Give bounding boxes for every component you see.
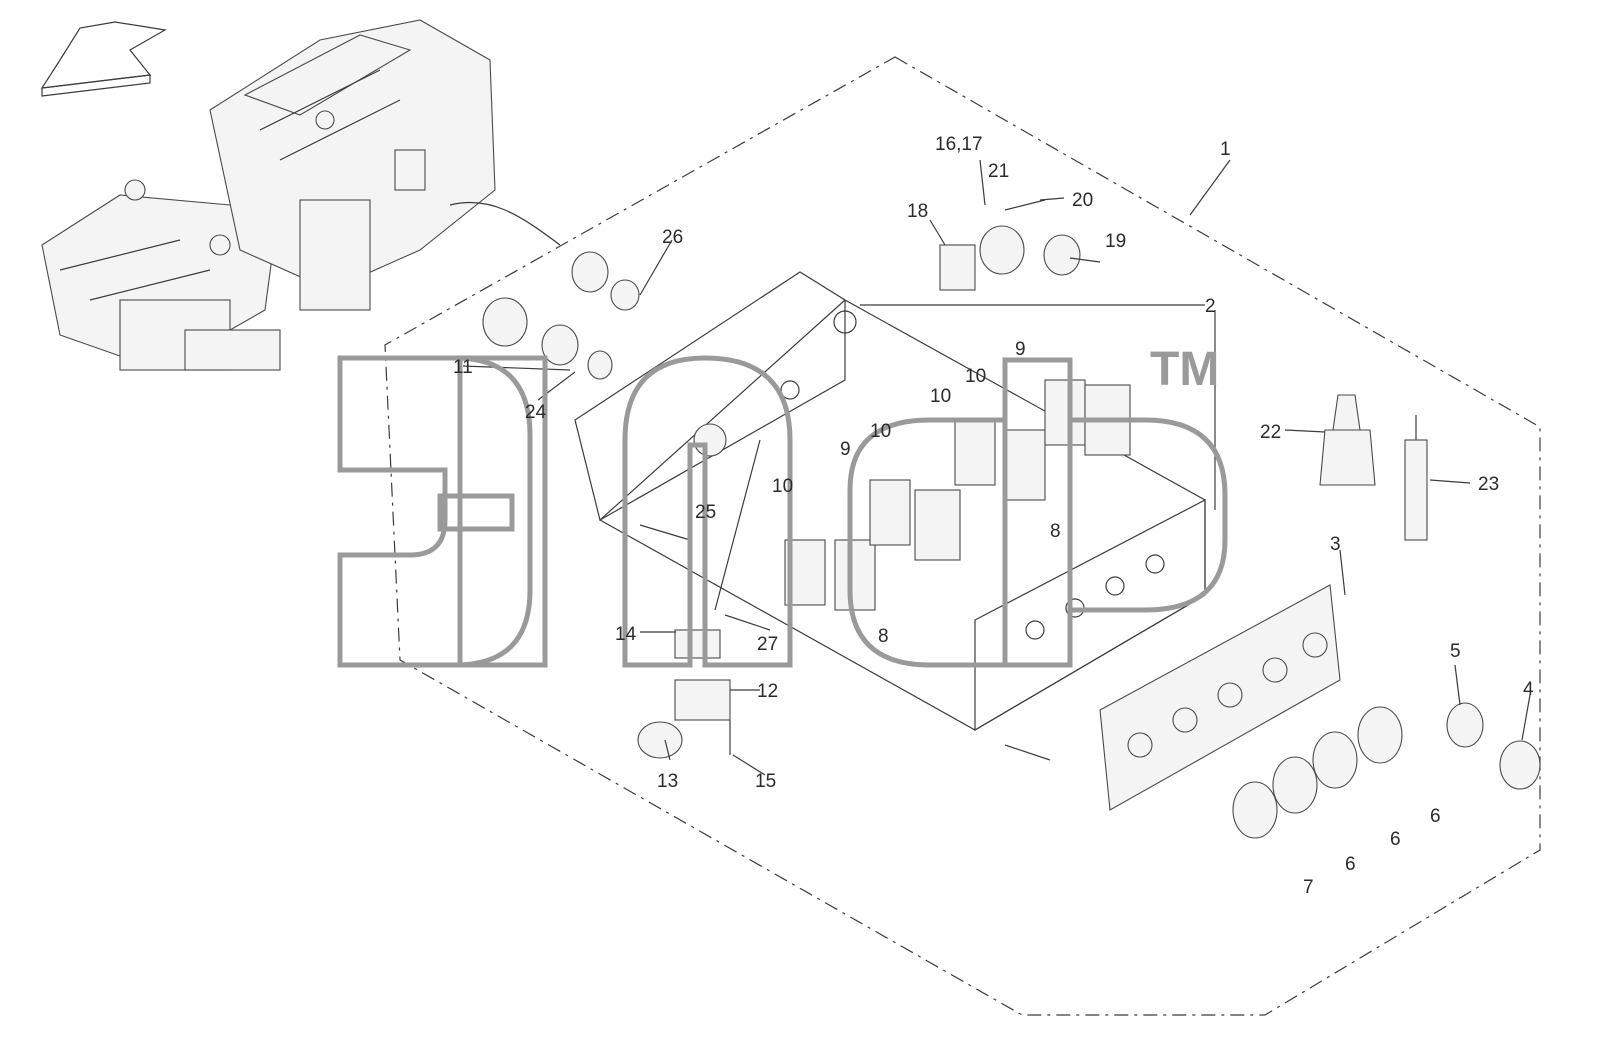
callout-8b: 8 <box>878 626 889 647</box>
callout-2: 2 <box>1205 296 1216 317</box>
callout-1: 1 <box>1220 139 1231 160</box>
callout-6b: 6 <box>1390 829 1401 850</box>
callout-20: 20 <box>1072 190 1093 211</box>
watermark-logo-icon: TM <box>337 343 1228 668</box>
leader-lines <box>462 159 1531 776</box>
callout-6a: 6 <box>1430 806 1441 827</box>
connector-parts <box>637 199 1081 759</box>
callout-27: 27 <box>757 634 778 655</box>
switch-modules <box>784 379 1131 611</box>
callout-15: 15 <box>755 771 776 792</box>
gland-parts <box>482 251 1051 761</box>
kit-boundary <box>384 56 1541 1016</box>
callout-labels: 1 2 3 4 5 6 6 6 7 8 8 9 9 10 10 10 10 11… <box>453 134 1534 898</box>
machine-icon <box>41 19 561 371</box>
callout-13: 13 <box>657 771 678 792</box>
callout-10a: 10 <box>965 366 986 387</box>
callout-12: 12 <box>757 681 778 702</box>
housing-outline <box>574 271 1206 732</box>
direction-arrow-icon <box>40 21 167 97</box>
callout-26: 26 <box>662 227 683 248</box>
consumables <box>1319 394 1428 541</box>
callout-10b: 10 <box>930 386 951 407</box>
callout-5: 5 <box>1450 641 1461 662</box>
knob-group <box>1232 702 1541 839</box>
callout-4: 4 <box>1523 679 1534 700</box>
callout-14: 14 <box>615 624 637 645</box>
callout-11: 11 <box>453 357 473 378</box>
callout-21: 21 <box>988 161 1009 182</box>
watermark-trademark: TM <box>1150 343 1219 396</box>
callout-22: 22 <box>1260 422 1281 443</box>
callout-8a: 8 <box>1050 521 1061 542</box>
callout-3: 3 <box>1330 534 1341 555</box>
callout-9b: 9 <box>840 439 851 460</box>
callout-25: 25 <box>695 502 716 523</box>
callout-18: 18 <box>907 201 928 222</box>
callout-23: 23 <box>1478 474 1499 495</box>
callout-9a: 9 <box>1015 339 1026 360</box>
callout-16-17: 16,17 <box>935 134 983 155</box>
callout-10d: 10 <box>772 476 793 497</box>
callout-24: 24 <box>525 402 547 423</box>
callout-6c: 6 <box>1345 854 1356 875</box>
callout-7: 7 <box>1303 877 1314 898</box>
callout-10c: 10 <box>870 421 891 442</box>
callout-19: 19 <box>1105 231 1126 252</box>
